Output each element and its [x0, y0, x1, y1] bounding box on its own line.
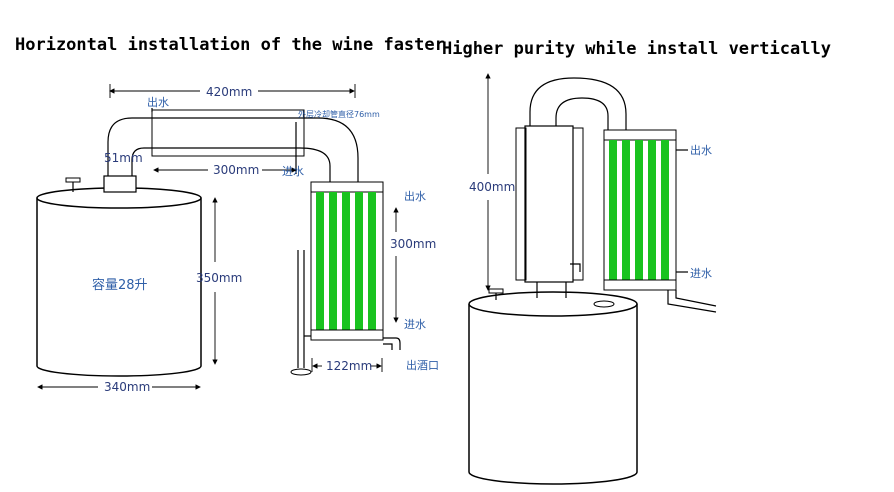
left-condenser	[290, 181, 401, 376]
lid-valve-right	[488, 288, 504, 294]
cond-tube	[342, 192, 350, 330]
label-right-water-out: 出水	[690, 143, 712, 157]
dim-400: 400mm	[469, 180, 515, 194]
left-tank	[36, 175, 202, 377]
caption-left: Horizontal installation of the wine fast…	[15, 35, 445, 55]
label-cond-water-in: 进水	[404, 318, 426, 331]
label-outer-pipe: 外层冷却管直径76mm	[298, 109, 380, 119]
dim-300-cond: 300mm	[390, 237, 436, 251]
cond-tube	[609, 140, 617, 280]
cond-tube	[316, 192, 324, 330]
cond-tube	[329, 192, 337, 330]
dim-51: 51mm	[104, 151, 143, 165]
dim-350: 350mm	[196, 271, 242, 285]
label-cond-water-out: 出水	[404, 189, 426, 203]
cond-tube	[635, 140, 643, 280]
label-water-in-top: 进水	[282, 165, 304, 178]
label-right-water-in: 进水	[690, 267, 712, 280]
label-wine-out: 出酒口	[406, 358, 439, 372]
right-column	[515, 77, 627, 283]
label-capacity: 容量28升	[92, 277, 148, 293]
lid-valve	[65, 177, 81, 183]
vertical-still: 400mm 出水 进水	[468, 73, 717, 485]
dim-300-pipe: 300mm	[213, 163, 259, 177]
cond-tube	[661, 140, 669, 280]
cond-tube	[622, 140, 630, 280]
right-tank	[468, 282, 638, 485]
dim-420: 420mm	[206, 85, 252, 99]
horizontal-still: 420mm 出水 外层冷却管直径76mm 51mm 300mm 进水 容量28升…	[36, 84, 439, 394]
left-dimensions	[37, 84, 399, 390]
dim-340: 340mm	[104, 380, 150, 394]
cond-tube	[355, 192, 363, 330]
tank-neck	[103, 175, 137, 193]
dim-122: 122mm	[326, 359, 372, 373]
label-water-out-top: 出水	[147, 95, 169, 109]
cond-tube	[648, 140, 656, 280]
caption-right: Higher purity while install vertically	[442, 39, 831, 59]
cond-tube	[368, 192, 376, 330]
right-condenser	[603, 129, 717, 313]
left-vapor-pipe	[107, 108, 359, 182]
